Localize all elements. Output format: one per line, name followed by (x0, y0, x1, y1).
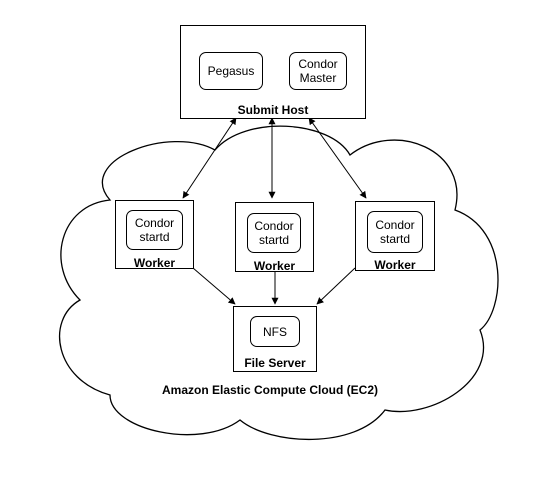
arrow-worker-3-fileserver (316, 267, 356, 305)
nfs-component: NFS (250, 316, 300, 347)
pegasus-component: Pegasus (199, 52, 263, 90)
condor-startd-component-2: Condor startd (247, 213, 301, 253)
arrow-worker-1-fileserver (192, 267, 236, 305)
worker-box-3: Condor startd Worker (355, 201, 435, 272)
cloud-label: Amazon Elastic Compute Cloud (EC2) (161, 383, 379, 397)
worker-label-1: Worker (133, 256, 176, 270)
arrow-submit-worker-1 (182, 117, 237, 199)
worker-label-2: Worker (253, 259, 296, 273)
submit-host-box: Pegasus Condor Master Submit Host (180, 25, 366, 119)
file-server-label: File Server (244, 356, 306, 370)
condor-master-component: Condor Master (289, 52, 347, 90)
arrow-submit-worker-3 (308, 117, 367, 199)
submit-host-label: Submit Host (237, 103, 309, 117)
worker-label-3: Worker (374, 258, 416, 272)
condor-startd-component-1: Condor startd (126, 210, 183, 250)
worker-box-1: Condor startd Worker (115, 200, 194, 270)
file-server-box: NFS File Server (233, 306, 317, 372)
worker-box-2: Condor startd Worker (235, 202, 314, 273)
condor-startd-component-3: Condor startd (367, 211, 423, 253)
